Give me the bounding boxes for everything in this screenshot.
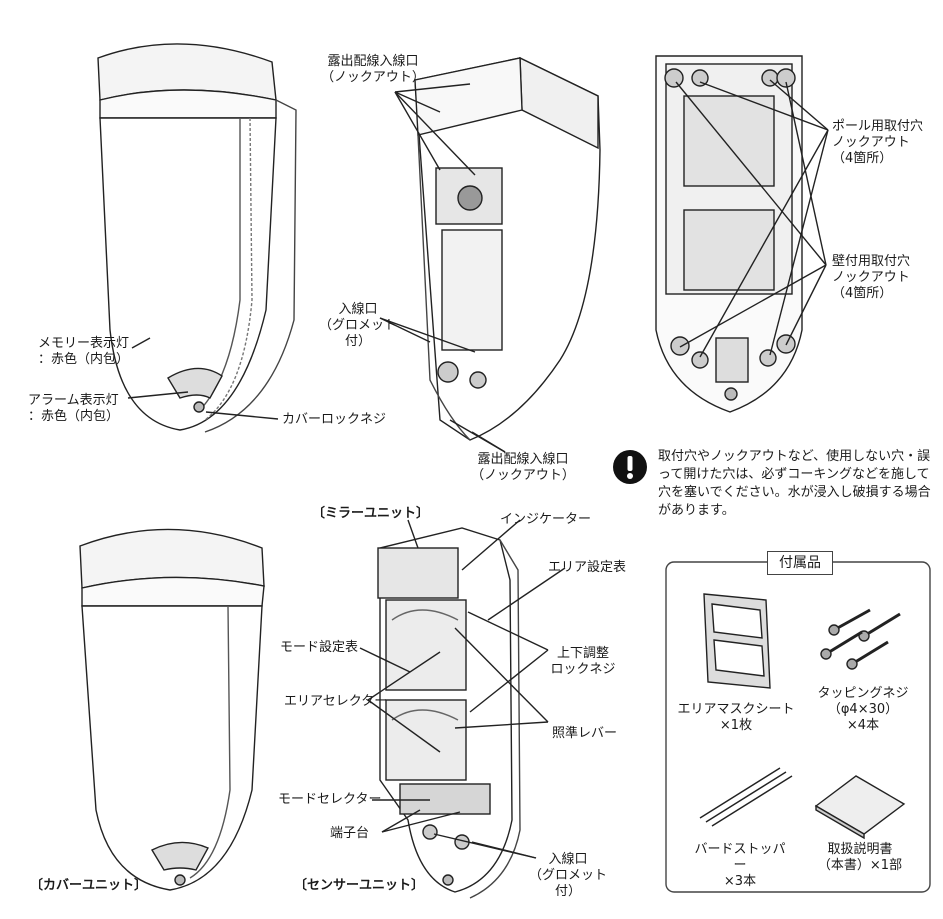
warning-icon bbox=[612, 449, 648, 485]
area-table-label: エリア設定表 bbox=[548, 560, 627, 575]
accessory-item-tapping-screw: タッピングネジ （φ4×30） ×4本 bbox=[817, 686, 909, 733]
cover-unit-label: 〔カバーユニット〕 bbox=[30, 878, 148, 893]
exposed-wiring-top-label: 露出配線入線口 （ノックアウト） bbox=[321, 54, 425, 85]
wall-mount-hole-label: 壁付用取付穴 ノックアウト （4箇所） bbox=[832, 254, 911, 301]
rear-view-drawing bbox=[655, 55, 803, 413]
mode-selector-label: モードセレクター bbox=[278, 792, 382, 807]
area-mask-sheet-drawing bbox=[703, 593, 771, 689]
tapping-screws-drawing bbox=[820, 608, 901, 670]
sensor-unit-drawing bbox=[377, 527, 521, 899]
mode-table-label: モード設定表 bbox=[280, 640, 359, 655]
accessory-item-area-mask: エリアマスクシート ×1枚 bbox=[677, 702, 795, 733]
pole-mount-hole-label: ポール用取付穴 ノックアウト （4箇所） bbox=[832, 119, 924, 166]
cover-lock-screw-label: カバーロックネジ bbox=[282, 412, 387, 427]
inlet-grommet-mid-label: 入線口 （グロメット付） bbox=[318, 302, 397, 349]
area-selector-label: エリアセレクター bbox=[284, 694, 388, 709]
updown-lock-screw-label: 上下調整 ロックネジ bbox=[550, 646, 616, 677]
indicator-label: インジケーター bbox=[500, 512, 592, 527]
base-unit-drawing bbox=[414, 56, 601, 441]
aim-lever-label: 照準レバー bbox=[552, 726, 618, 741]
manual-drawing bbox=[814, 775, 906, 840]
bird-stopper-drawing bbox=[699, 767, 793, 827]
cover-unit-drawing-2 bbox=[79, 528, 265, 891]
accessories-title: 付属品 bbox=[767, 551, 833, 575]
inlet-grommet-bottom-label: 入線口 （グロメット付） bbox=[528, 852, 607, 899]
terminal-block-label: 端子台 bbox=[330, 826, 370, 841]
alarm-lamp-label: アラーム表示灯 ：赤色（内包） bbox=[28, 393, 120, 424]
accessory-item-bird-stopper: バードストッパー ×3本 bbox=[694, 842, 786, 889]
warning-note: 取付穴やノックアウトなど、使用しない穴・誤って開けた穴は、必ずコーキングなどを施… bbox=[658, 449, 931, 518]
mirror-unit-label: 〔ミラーユニット〕 bbox=[312, 506, 430, 521]
memory-lamp-label: メモリー表示灯 ：赤色（内包） bbox=[38, 336, 130, 367]
exposed-wiring-bottom-label: 露出配線入線口 （ノックアウト） bbox=[471, 452, 575, 483]
accessory-item-manual: 取扱説明書 （本書）×1部 bbox=[817, 842, 903, 873]
sensor-unit-label: 〔センサーユニット〕 bbox=[294, 878, 425, 893]
cover-unit-drawing bbox=[97, 43, 297, 433]
